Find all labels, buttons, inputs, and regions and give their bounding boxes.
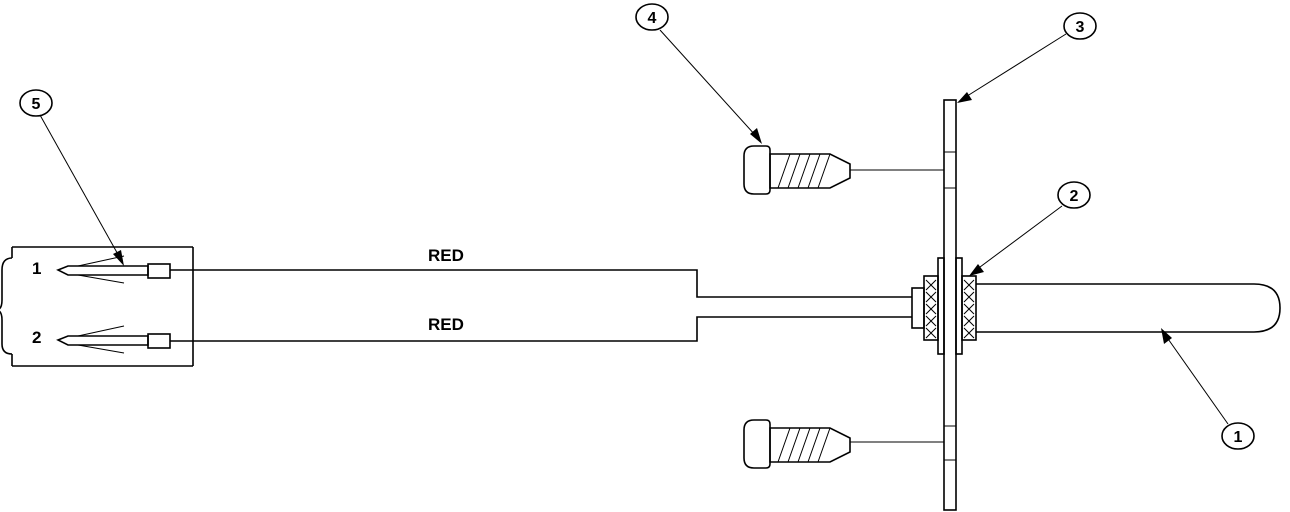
- leader-3: [957, 33, 1067, 103]
- callout-label-2: 2: [1070, 188, 1079, 205]
- lead-wire-top: [170, 269, 912, 298]
- igniter-element: [976, 283, 1281, 333]
- wire-label-top: RED: [428, 246, 464, 265]
- callout-bubble-5: 5: [19, 89, 53, 117]
- leader-5: [39, 114, 124, 266]
- callout-bubble-3: 3: [1063, 12, 1097, 40]
- lead-wire-bottom: [170, 316, 912, 342]
- callout-bubble-4: 4: [635, 3, 669, 31]
- connector-housing: [0, 246, 194, 367]
- leader-1: [1161, 328, 1229, 425]
- terminal-pin-2: [56, 325, 171, 354]
- pin-2-label: 2: [32, 328, 41, 347]
- callout-label-3: 3: [1076, 19, 1085, 36]
- wire-label-bottom: RED: [428, 315, 464, 334]
- callout-bubble-2: 2: [1057, 181, 1091, 209]
- screw-bottom: [743, 419, 944, 469]
- callout-bubble-1: 1: [1221, 422, 1255, 450]
- leader-4: [659, 29, 762, 144]
- callout-label-4: 4: [648, 10, 657, 27]
- callout-label-1: 1: [1234, 429, 1243, 446]
- gasket-bushing: [911, 257, 977, 355]
- mounting-bracket: [943, 99, 957, 511]
- pin-1-label: 1: [32, 259, 41, 278]
- callout-label-5: 5: [32, 96, 41, 113]
- leader-2: [969, 205, 1063, 276]
- screw-top: [743, 145, 944, 195]
- terminal-pin-1: [56, 255, 171, 284]
